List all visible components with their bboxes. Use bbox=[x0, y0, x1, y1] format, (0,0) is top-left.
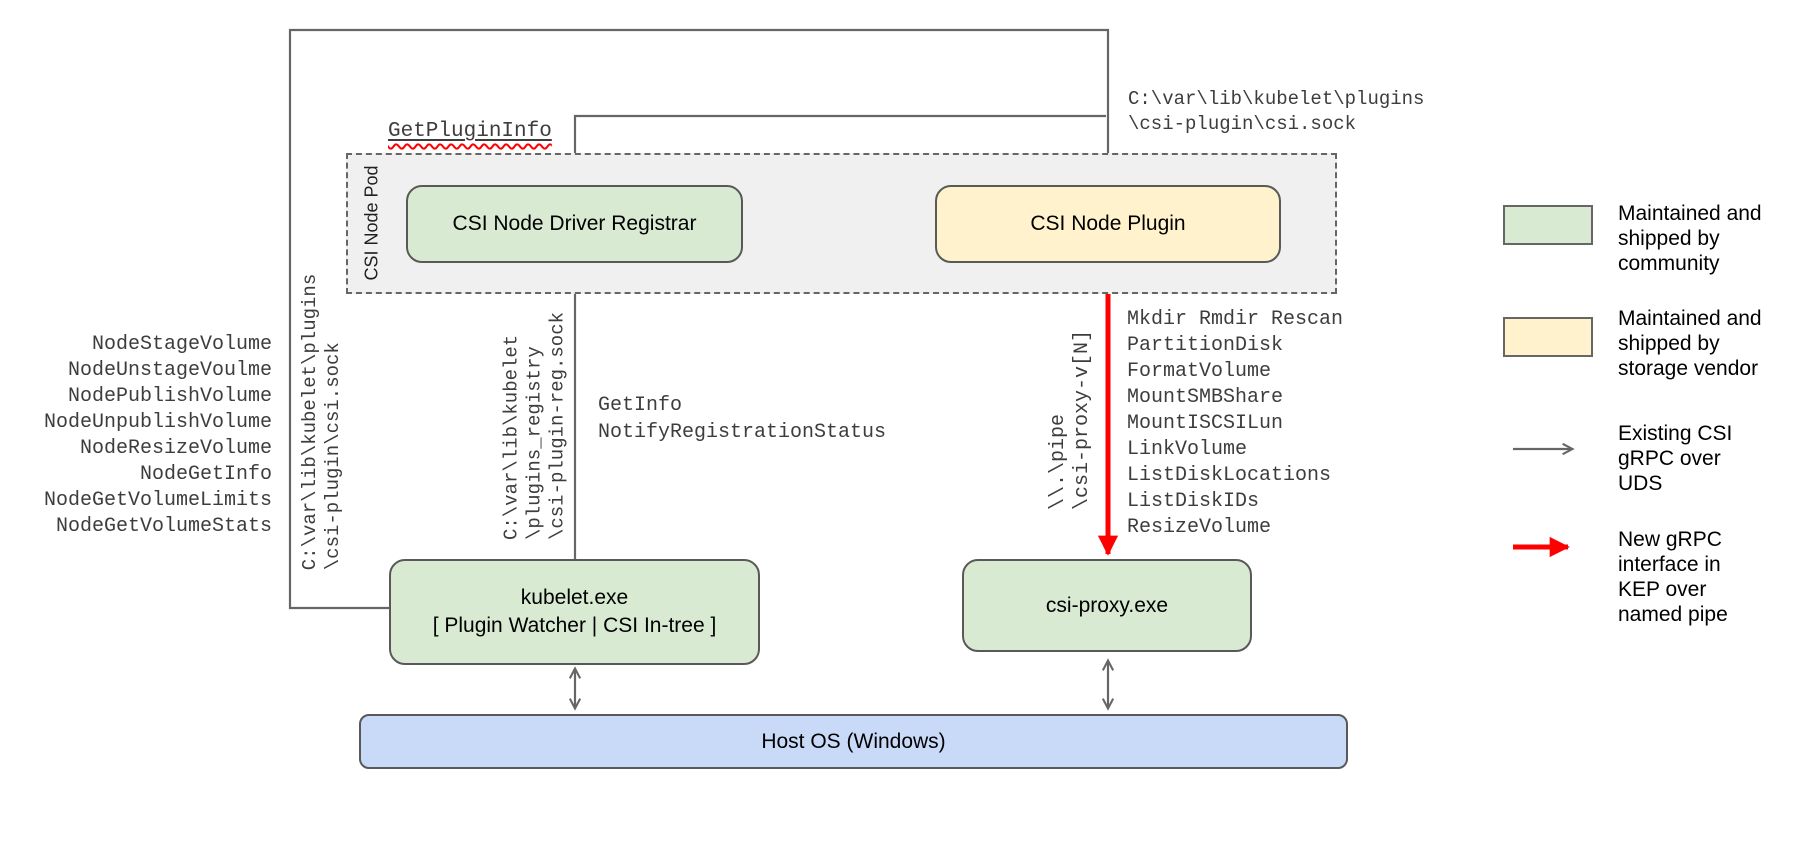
named-pipe-path-rotated: \\.\pipe \csi-proxy-v[N] bbox=[1047, 329, 1094, 511]
get-plugin-info-annotation: GetPluginInfo bbox=[388, 119, 552, 145]
legend-vendor-swatch-icon bbox=[1503, 317, 1593, 357]
plugin-label: CSI Node Plugin bbox=[1030, 212, 1186, 235]
legend-community-swatch-icon bbox=[1503, 205, 1593, 245]
wire-kubelet-to-plugin bbox=[288, 28, 1115, 610]
host-os-label: Host OS (Windows) bbox=[761, 729, 946, 753]
registration-calls-list: GetInfo NotifyRegistrationStatus bbox=[598, 394, 887, 444]
csi-sock-path-left-rotated: C:\var\lib\kubelet\plugins \csi-plugin\c… bbox=[299, 273, 344, 571]
host-os-node: Host OS (Windows) bbox=[359, 714, 1348, 769]
csi-proxy-label: csi-proxy.exe bbox=[1045, 593, 1169, 617]
registrar-label: CSI Node Driver Registrar bbox=[452, 212, 697, 235]
csi-sock-path-top: C:\var\lib\kubelet\plugins \csi-plugin\c… bbox=[1128, 88, 1425, 135]
legend-vendor-label: Maintained and shipped by storage vendor bbox=[1618, 307, 1762, 380]
csi-node-pod-label: CSI Node Pod bbox=[361, 165, 382, 281]
legend-community-label: Maintained and shipped by community bbox=[1618, 202, 1762, 275]
node-methods-list: NodeStageVolume NodeUnstageVoulme NodePu… bbox=[43, 333, 272, 538]
csi-proxy-calls-list: Mkdir Rmdir Rescan PartitionDisk FormatV… bbox=[1127, 308, 1344, 539]
legend-existing-grpc-label: Existing CSI gRPC over UDS bbox=[1618, 422, 1733, 495]
csi-proxy-node: csi-proxy.exe bbox=[962, 559, 1252, 652]
kubelet-label: kubelet.exe [ Plugin Watcher | CSI In-tr… bbox=[432, 586, 717, 637]
kubelet-node: kubelet.exe [ Plugin Watcher | CSI In-tr… bbox=[389, 559, 760, 665]
csi-node-driver-registrar-node: CSI Node Driver Registrar bbox=[406, 185, 743, 263]
legend-new-grpc-label: New gRPC interface in KEP over named pip… bbox=[1618, 528, 1728, 626]
registration-sock-path-rotated: C:\var\lib\kubelet \plugins_registry \cs… bbox=[500, 311, 569, 541]
get-plugin-info-text: GetPluginInfo bbox=[388, 120, 552, 143]
csi-node-plugin-node: CSI Node Plugin bbox=[935, 185, 1281, 263]
